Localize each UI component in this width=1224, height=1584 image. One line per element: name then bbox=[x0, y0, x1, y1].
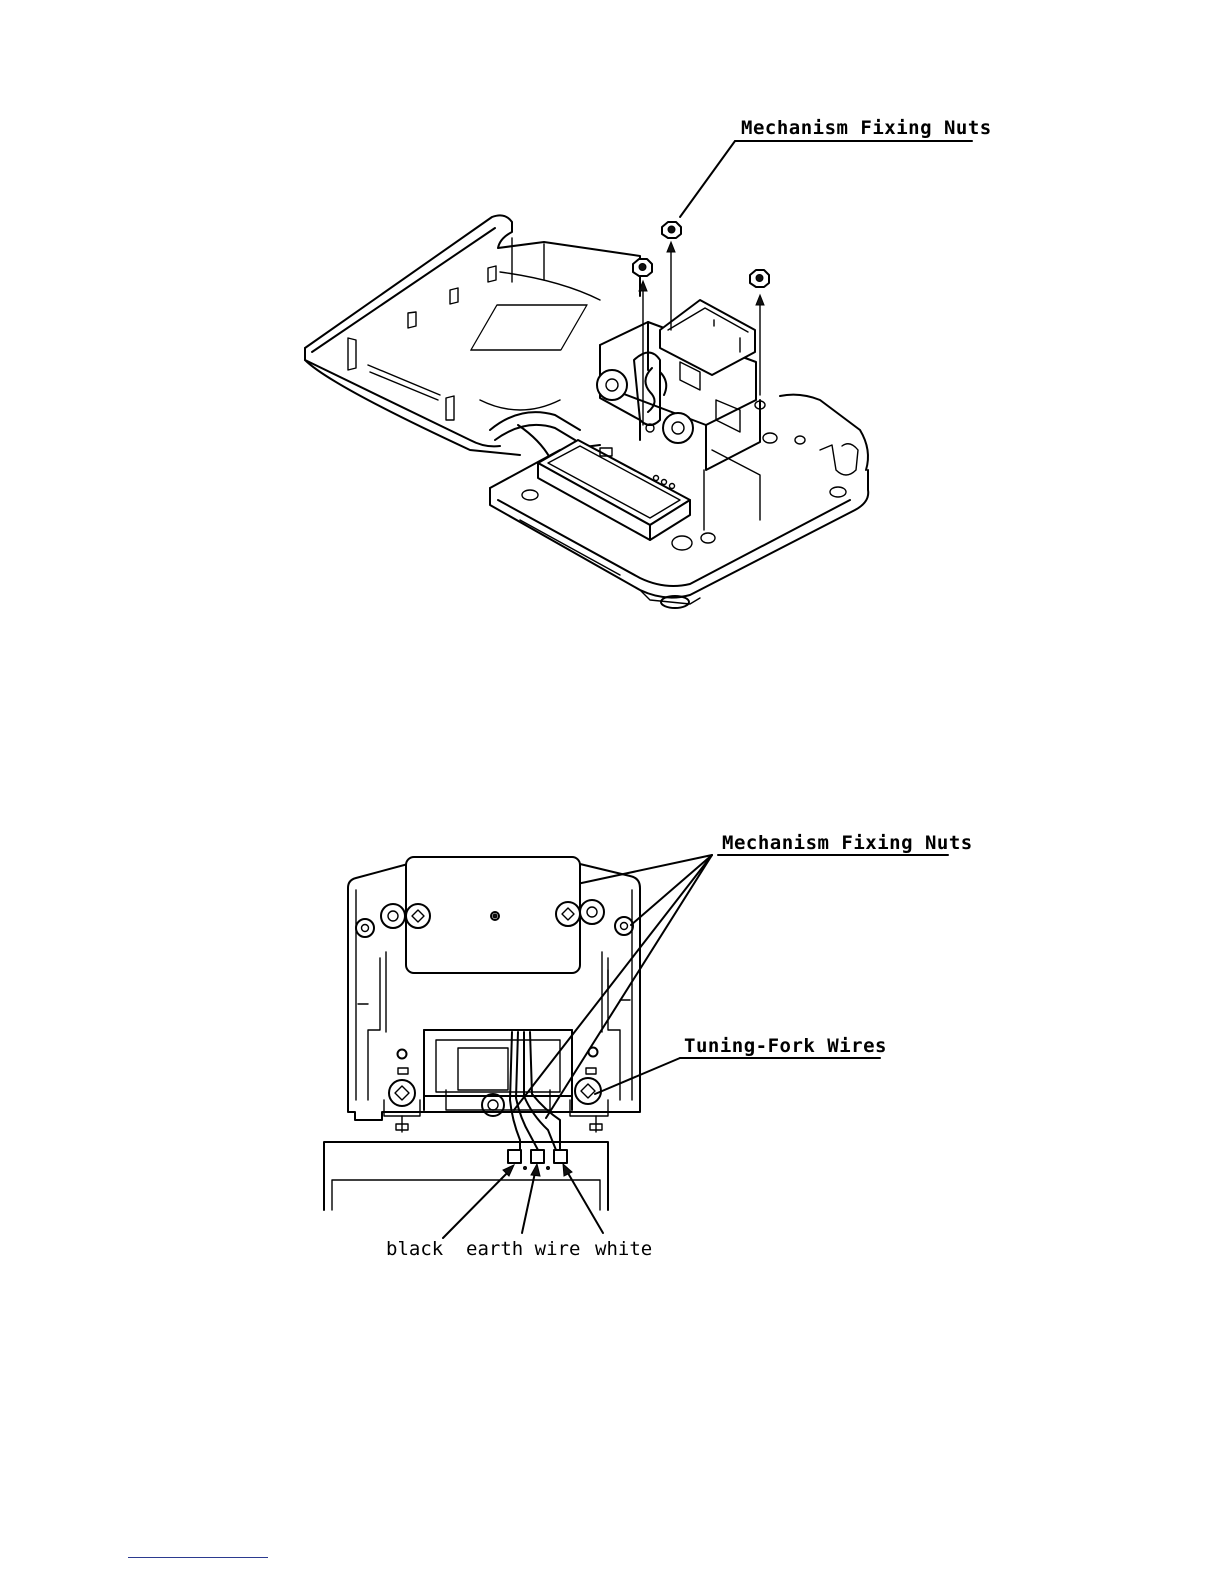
wire-label-leaders bbox=[443, 1164, 603, 1238]
tuning-fork-wires-label: Tuning-Fork Wires bbox=[684, 1035, 887, 1057]
top-callout-label: Mechanism Fixing Nuts bbox=[741, 117, 992, 139]
top-nut-1 bbox=[662, 222, 681, 330]
wire-label-white: white bbox=[595, 1238, 652, 1260]
footer-rule bbox=[128, 1557, 268, 1558]
mechanism-bottom-view bbox=[324, 857, 640, 1210]
bottom-callout-nuts-label: Mechanism Fixing Nuts bbox=[722, 832, 973, 854]
wire-label-black: black bbox=[386, 1238, 443, 1260]
base-tray bbox=[305, 215, 640, 455]
top-callout-leader bbox=[680, 141, 972, 217]
display-board bbox=[538, 440, 690, 540]
wire-label-earth: earth wire bbox=[466, 1238, 580, 1260]
